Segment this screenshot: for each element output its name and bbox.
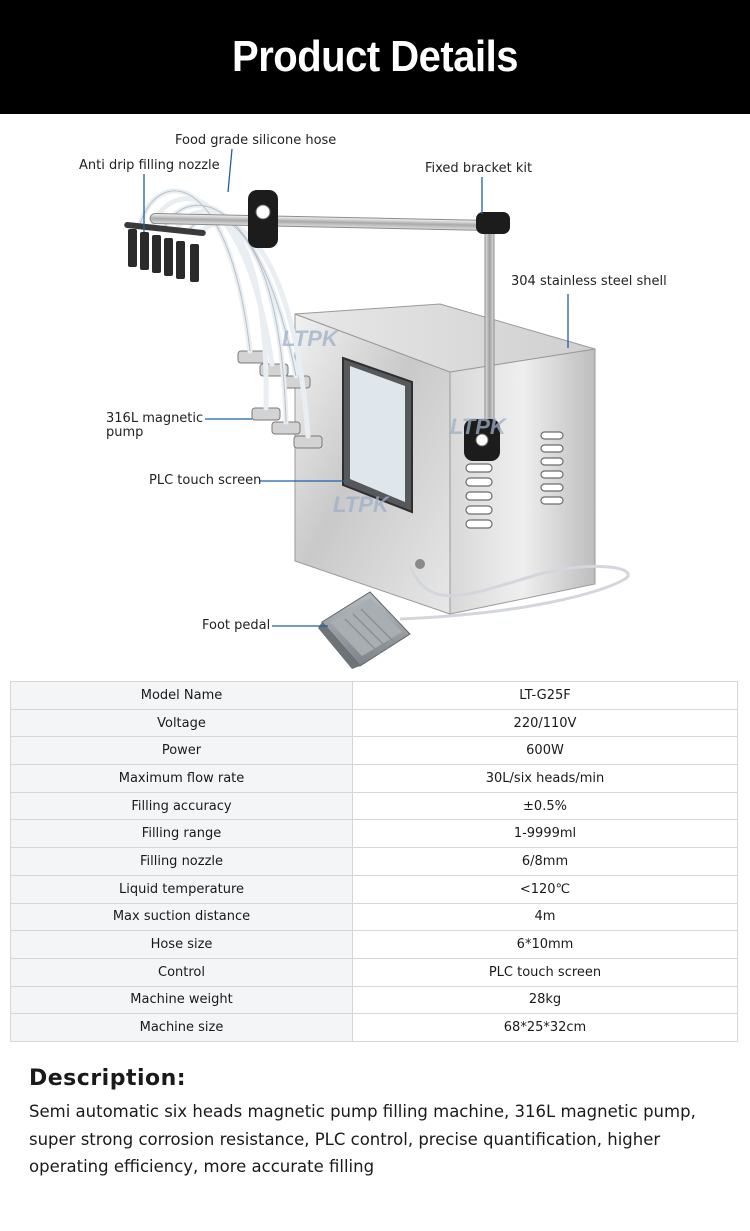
watermark-bottom: LTPK [333, 492, 391, 517]
spec-value: 68*25*32cm [352, 1013, 738, 1042]
spec-label: Machine weight [10, 985, 353, 1015]
spec-label: Voltage [10, 708, 353, 738]
table-row: Liquid temperature<120℃ [10, 874, 738, 904]
spec-value: 6/8mm [352, 847, 738, 876]
callout-screen: PLC touch screen [149, 473, 262, 488]
callout-shell: 304 stainless steel shell [511, 274, 667, 289]
product-figure: LTPK LTPK LTPK Food grade silicone hose … [0, 114, 750, 674]
spec-value: 4m [352, 902, 738, 932]
spec-value: 1-9999ml [352, 819, 738, 849]
spec-label: Filling nozzle [10, 847, 353, 876]
callout-nozzle: Anti drip filling nozzle [79, 158, 220, 173]
spec-label: Liquid temperature [10, 874, 353, 904]
callout-pump-line1: 316L magnetic [106, 411, 204, 426]
callout-pedal: Foot pedal [202, 618, 271, 633]
spec-value: PLC touch screen [352, 957, 738, 987]
spec-value: 28kg [352, 985, 738, 1015]
spec-value: 600W [352, 736, 738, 766]
spec-label: Max suction distance [10, 902, 353, 932]
watermark-side: LTPK [450, 414, 508, 439]
spec-label: Model Name [10, 681, 353, 710]
spec-value: LT-G25F [352, 681, 738, 710]
callout-pump-line2: pump [106, 425, 144, 440]
machine-body [294, 303, 596, 615]
product-illustration: LTPK LTPK LTPK [124, 148, 630, 669]
page-header: Product Details [0, 0, 750, 114]
spec-value: ±0.5% [352, 791, 738, 821]
foot-pedal [318, 591, 411, 669]
pedal-cable [399, 564, 630, 621]
bracket-kit [149, 190, 510, 461]
callout-hose: Food grade silicone hose [175, 133, 337, 148]
watermarks: LTPK LTPK LTPK [282, 326, 508, 517]
spec-value: 6*10mm [352, 930, 738, 959]
callout-bracket: Fixed bracket kit [425, 161, 533, 176]
watermark-top: LTPK [282, 326, 340, 351]
spec-label: Filling accuracy [10, 791, 353, 821]
spec-label: Power [10, 736, 353, 766]
spec-label: Hose size [10, 930, 353, 959]
callout-leaders [143, 148, 569, 627]
table-row: Filling accuracy±0.5% [10, 791, 738, 821]
description-title: Description: [29, 1066, 187, 1091]
spec-label: Control [10, 957, 353, 987]
spec-label: Filling range [10, 819, 353, 849]
page-title: Product Details [232, 32, 518, 81]
spec-value: <120℃ [352, 874, 738, 904]
spec-label: Machine size [10, 1013, 353, 1042]
spec-label: Maximum flow rate [10, 764, 353, 793]
filling-nozzles [124, 222, 206, 282]
description-body: Semi automatic six heads magnetic pump f… [29, 1102, 696, 1176]
spec-value: 30L/six heads/min [352, 764, 738, 793]
spec-value: 220/110V [352, 708, 738, 738]
